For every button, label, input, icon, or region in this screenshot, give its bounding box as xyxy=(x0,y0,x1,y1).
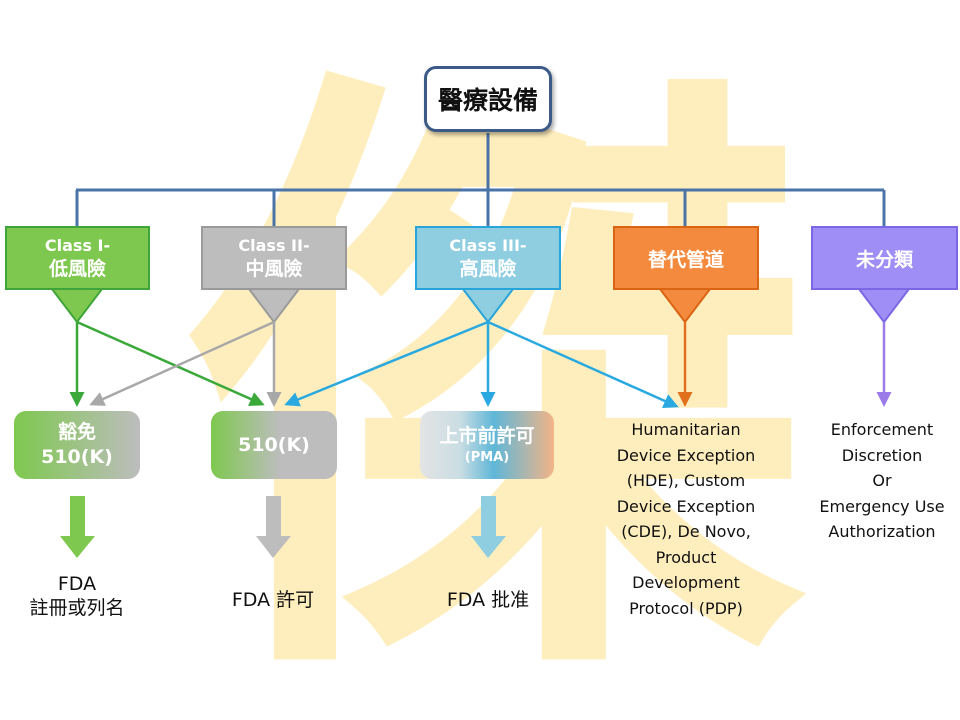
unclassified-description: Enforcement Discretion Or Emergency Use … xyxy=(819,420,945,541)
category-alternative-title: 替代管道 xyxy=(647,248,724,271)
category-class1: Class I- 低風險 xyxy=(5,226,150,290)
result-registration: FDA 註冊或列名 xyxy=(29,573,125,619)
result-approval: FDA 批准 xyxy=(446,589,530,611)
category-class3-subtitle: 高風險 xyxy=(459,258,517,280)
unclassified-arrowhead xyxy=(856,288,912,324)
category-unclassified: 未分類 xyxy=(811,226,958,290)
block-arrow-gray xyxy=(256,496,291,558)
outcome-pma: 上市前許可 (PMA) xyxy=(420,411,554,479)
arrow-class2-exempt xyxy=(89,320,275,406)
outcome-exempt-line2: 510(K) xyxy=(41,446,113,468)
arrow-class3-alt xyxy=(487,320,679,408)
alternative-pathways-description: Humanitarian Device Exception (HDE), Cus… xyxy=(616,420,756,618)
root-node: 醫療設備 xyxy=(424,66,552,132)
category-class2-title: Class II- xyxy=(238,236,310,255)
category-class1-subtitle: 低風險 xyxy=(48,258,106,280)
block-arrow-green xyxy=(60,496,95,558)
tree-lines xyxy=(75,133,886,226)
category-class1-title: Class I- xyxy=(44,236,111,255)
root-label: 醫療設備 xyxy=(437,86,538,115)
arrow-class3-510k xyxy=(284,320,489,407)
result-clearance: FDA 許可 xyxy=(231,589,315,611)
category-class2-subtitle: 中風險 xyxy=(245,258,303,280)
outcome-510k-label: 510(K) xyxy=(238,433,310,456)
category-unclassified-title: 未分類 xyxy=(855,248,913,271)
arrow-class1-510k xyxy=(76,320,265,406)
class2-arrowhead xyxy=(246,288,302,324)
alt-arrowhead xyxy=(657,288,713,324)
outcome-exempt-510k: 豁免 510(K) xyxy=(14,411,140,479)
category-class3: Class III- 高風險 xyxy=(415,226,561,290)
class3-arrowhead xyxy=(460,288,516,324)
category-class2: Class II- 中風險 xyxy=(201,226,347,290)
block-arrow-blue xyxy=(471,496,506,558)
outcome-510k: 510(K) xyxy=(211,411,337,479)
outcome-pma-line2: (PMA) xyxy=(464,450,510,465)
outcome-pma-line1: 上市前許可 xyxy=(439,425,535,447)
outcome-exempt-line1: 豁免 xyxy=(57,421,96,443)
category-alternative: 替代管道 xyxy=(613,226,759,290)
class1-arrowhead xyxy=(49,288,105,324)
category-class3-title: Class III- xyxy=(449,236,527,255)
